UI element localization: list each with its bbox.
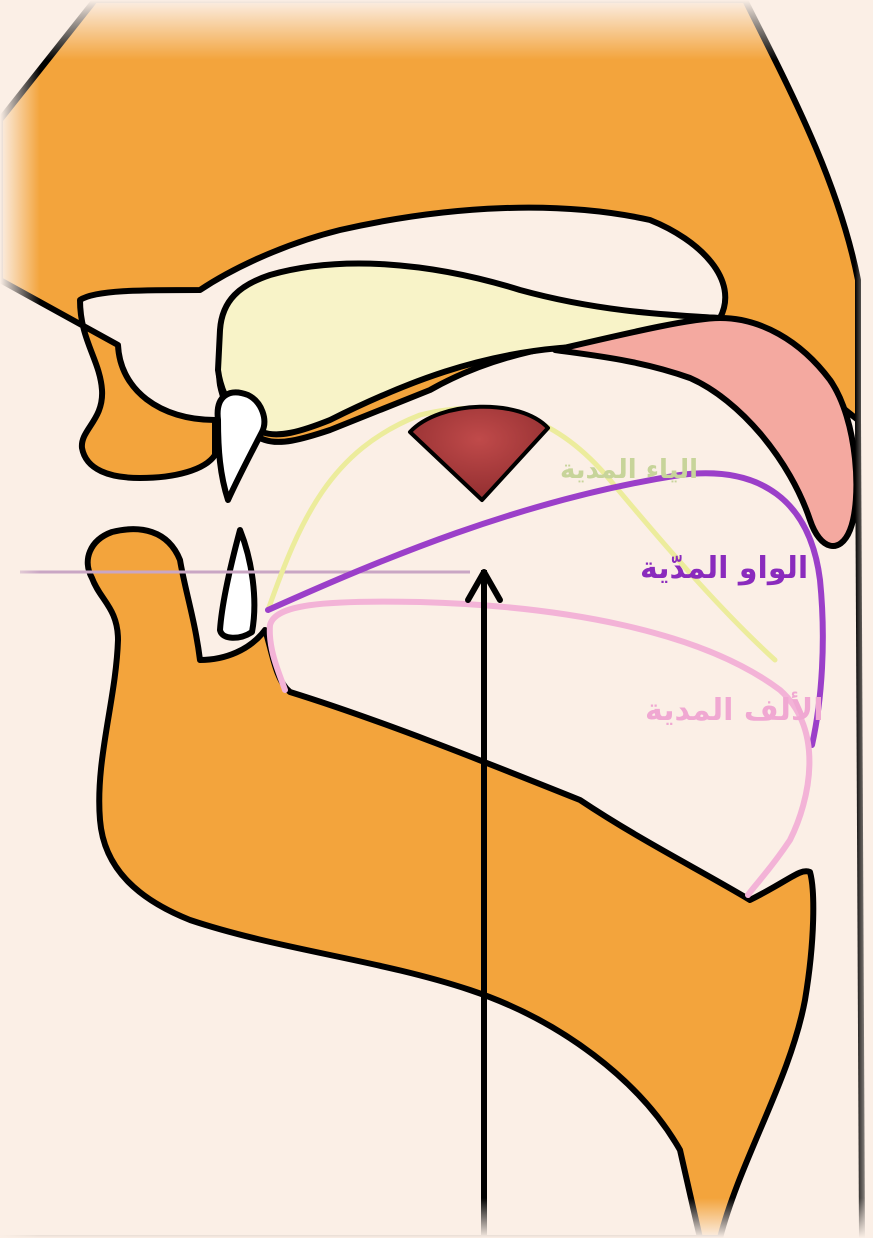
pharynx-wall [858,420,862,1238]
label-ya-madd: الياء المدية [560,455,698,485]
label-alif-madd: الألف المدية [645,691,824,728]
label-waw-madd: الواو المدّية [640,551,808,586]
